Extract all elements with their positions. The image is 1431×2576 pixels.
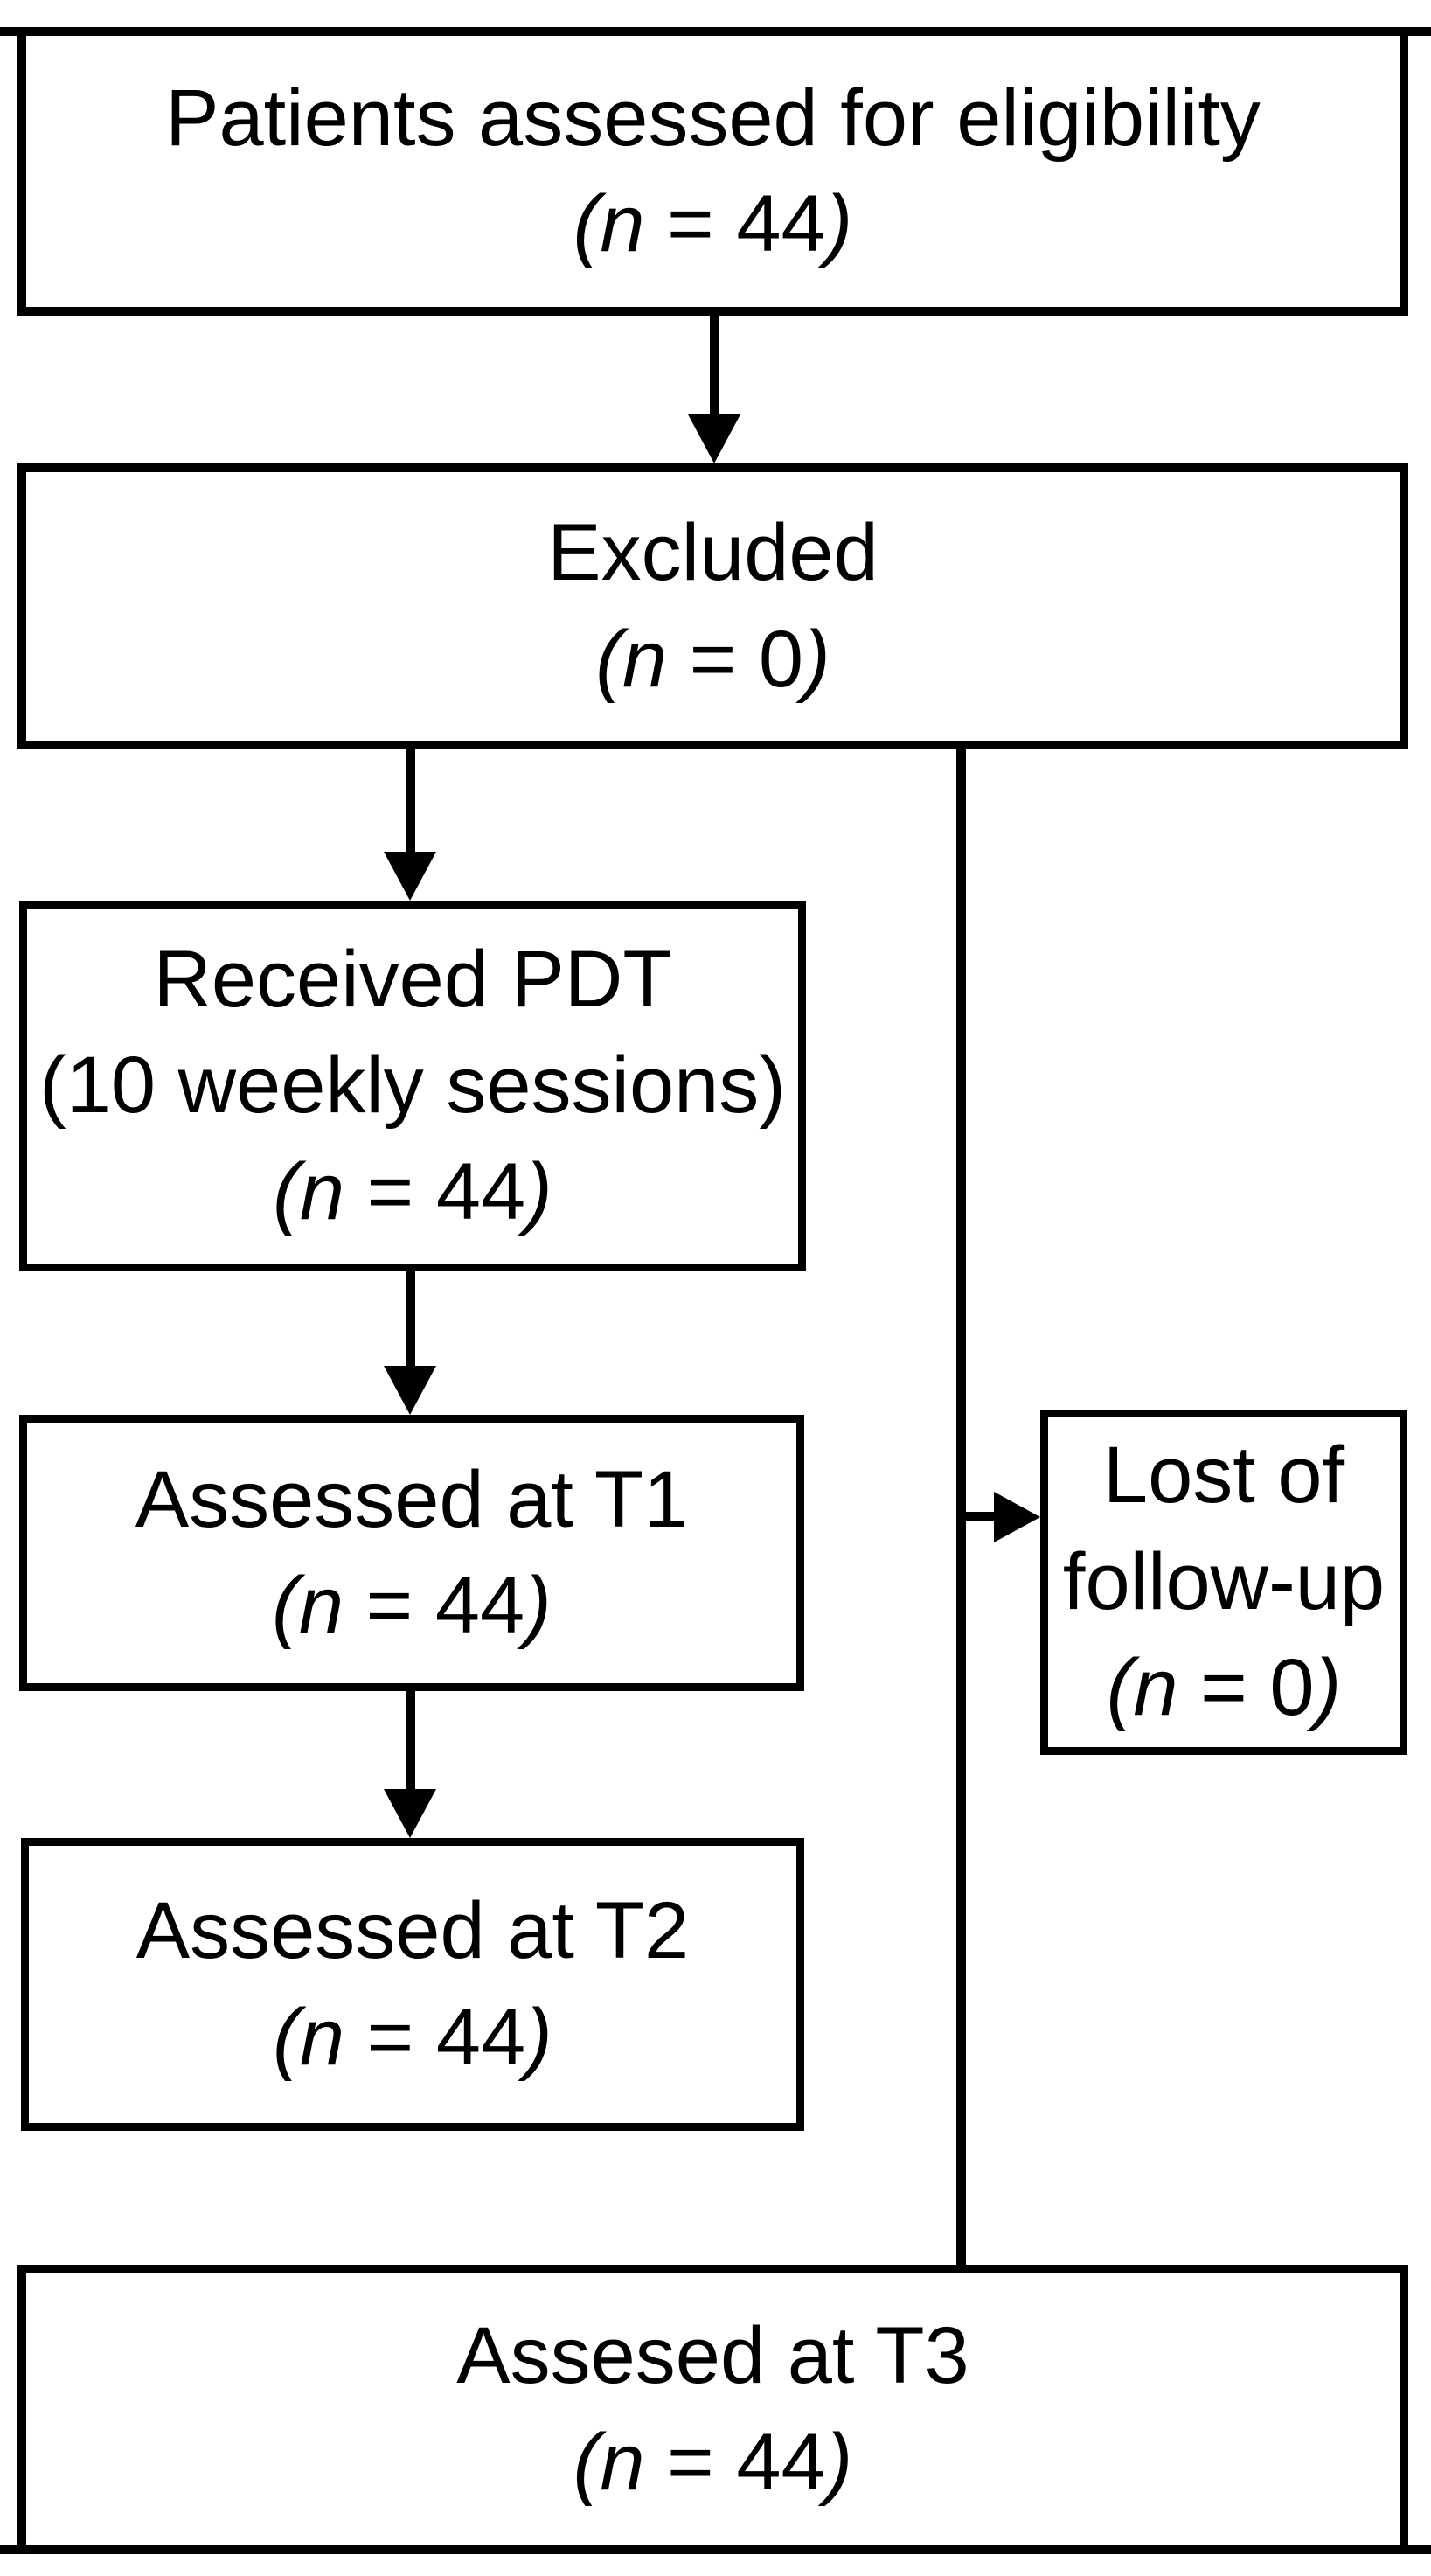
box-excluded-n-line: (n = 0) xyxy=(595,614,830,704)
box-eligibility: Patients assessed for eligibility (n = 4… xyxy=(17,27,1408,316)
box-lost-followup-n-line: (n = 0) xyxy=(1106,1643,1342,1733)
box-lost-followup-title-line2: follow-up xyxy=(1062,1536,1386,1626)
arrow-head xyxy=(384,1789,436,1838)
box-assessed-t1-title: Assessed at T1 xyxy=(135,1454,689,1544)
arrow-shaft xyxy=(406,1270,415,1368)
box-lost-followup: Lost of follow-up (n = 0) xyxy=(1040,1410,1407,1755)
box-excluded: Excluded (n = 0) xyxy=(17,463,1408,749)
arrow-head xyxy=(384,852,436,901)
arrow-shaft xyxy=(406,1689,415,1791)
box-assessed-t1: Assessed at T1 (n = 44) xyxy=(19,1415,804,1691)
arrow-shaft xyxy=(956,1512,998,1521)
arrow-shaft xyxy=(406,748,415,853)
box-assessed-t1-n-line: (n = 44) xyxy=(272,1561,552,1650)
box-eligibility-n-line: (n = 44) xyxy=(573,179,853,268)
box-assessed-t2: Assessed at T2 (n = 44) xyxy=(21,1838,804,2131)
box-excluded-title: Excluded xyxy=(547,508,879,598)
box-received-pdt: Received PDT (10 weekly sessions) (n = 4… xyxy=(19,901,806,1271)
box-assessed-t3-n-line: (n = 44) xyxy=(573,2417,853,2507)
box-lost-followup-title-line1: Lost of xyxy=(1102,1431,1345,1521)
box-assessed-t2-title: Assessed at T2 xyxy=(135,1886,690,1976)
arrow-head xyxy=(688,414,740,463)
box-received-pdt-subtitle: (10 weekly sessions) xyxy=(39,1041,786,1131)
box-received-pdt-title: Received PDT xyxy=(153,934,672,1024)
branch-line-excluded-to-t3 xyxy=(956,748,966,2265)
arrow-head xyxy=(384,1366,436,1415)
box-assessed-t3-title: Assesed at T3 xyxy=(456,2311,969,2401)
box-assessed-t3: Assesed at T3 (n = 44) xyxy=(17,2265,1408,2554)
arrow-shaft xyxy=(710,314,719,416)
box-received-pdt-n-line: (n = 44) xyxy=(273,1146,552,1236)
box-assessed-t2-n-line: (n = 44) xyxy=(273,1992,552,2082)
arrow-head xyxy=(994,1492,1040,1542)
box-eligibility-title: Patients assessed for eligibility xyxy=(165,73,1261,163)
